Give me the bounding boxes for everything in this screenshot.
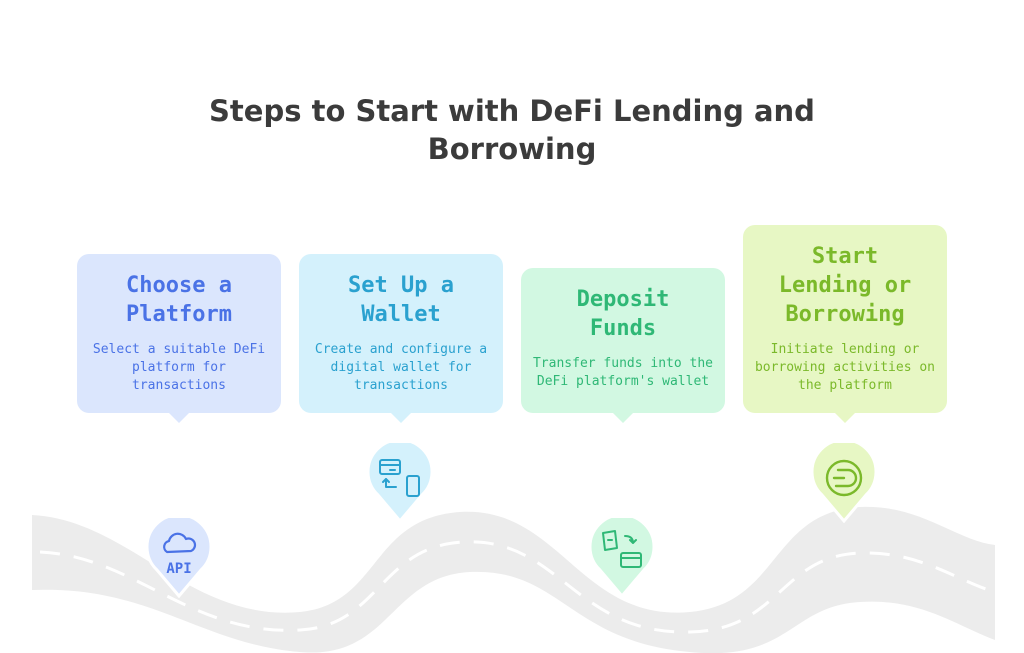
step-title-line: Deposit	[576, 287, 670, 312]
title-line-2: Borrowing	[427, 132, 597, 166]
step-desc-line: Create and configure a	[314, 342, 488, 357]
road-centerline	[39, 540, 996, 634]
step-card-start-lending: Start Lending or Borrowing Initiate lend…	[743, 225, 947, 423]
pin-body	[147, 518, 211, 598]
step-desc-line: digital wallet for	[330, 360, 472, 375]
step-description: Initiate lending or borrowing activities…	[743, 341, 947, 395]
pin-body	[812, 443, 876, 523]
step-desc-line: transactions	[354, 378, 448, 393]
step-title: Choose a Platform	[77, 271, 281, 329]
cloud-api-icon	[163, 532, 197, 554]
step-desc-line: DeFi platform's wallet	[536, 374, 710, 389]
step-desc-line: Transfer funds into the	[532, 356, 713, 371]
step-title-line: Borrowing	[785, 302, 905, 327]
step-desc-line: borrowing activities on	[754, 360, 935, 375]
step-desc-line: the platform	[798, 378, 892, 393]
pin-body	[368, 443, 432, 523]
map-pin-start-lending	[812, 443, 876, 523]
step-title-line: Start	[811, 244, 879, 269]
step-title: Start Lending or Borrowing	[743, 242, 947, 329]
step-description: Select a suitable DeFi platform for tran…	[77, 341, 281, 395]
map-pin-deposit-funds	[590, 518, 654, 598]
step-description: Transfer funds into the DeFi platform's …	[521, 355, 725, 391]
step-desc-line: Initiate lending or	[770, 342, 920, 357]
road-surface	[32, 506, 995, 653]
step-desc-line: platform for	[132, 360, 226, 375]
api-icon-label: API	[166, 561, 191, 577]
map-pin-choose-platform: API	[147, 518, 211, 598]
step-card-choose-platform: Choose a Platform Select a suitable DeFi…	[77, 254, 281, 423]
step-title-line: Choose a	[126, 273, 232, 298]
step-title-line: Wallet	[361, 302, 441, 327]
step-title-line: Platform	[126, 302, 232, 327]
step-desc-line: Select a suitable DeFi	[92, 342, 266, 357]
step-title-line: Funds	[589, 316, 657, 341]
step-title: Set Up a Wallet	[299, 271, 503, 329]
step-card-set-up-wallet: Set Up a Wallet Create and configure a d…	[299, 254, 503, 423]
dash-coin-icon	[825, 459, 863, 497]
step-title: Deposit Funds	[521, 285, 725, 343]
step-card-deposit-funds: Deposit Funds Transfer funds into the De…	[521, 268, 725, 423]
step-title-line: Set Up a	[348, 273, 454, 298]
card-to-phone-icon	[379, 459, 420, 497]
transfer-to-card-icon	[602, 530, 642, 568]
step-title-line: Lending or	[778, 273, 912, 298]
title-line-1: Steps to Start with DeFi Lending and	[209, 94, 815, 128]
map-pin-set-up-wallet	[368, 443, 432, 523]
step-description: Create and configure a digital wallet fo…	[299, 341, 503, 395]
diagram-title: Steps to Start with DeFi Lending and Bor…	[0, 92, 1024, 168]
step-desc-line: transactions	[132, 378, 226, 393]
